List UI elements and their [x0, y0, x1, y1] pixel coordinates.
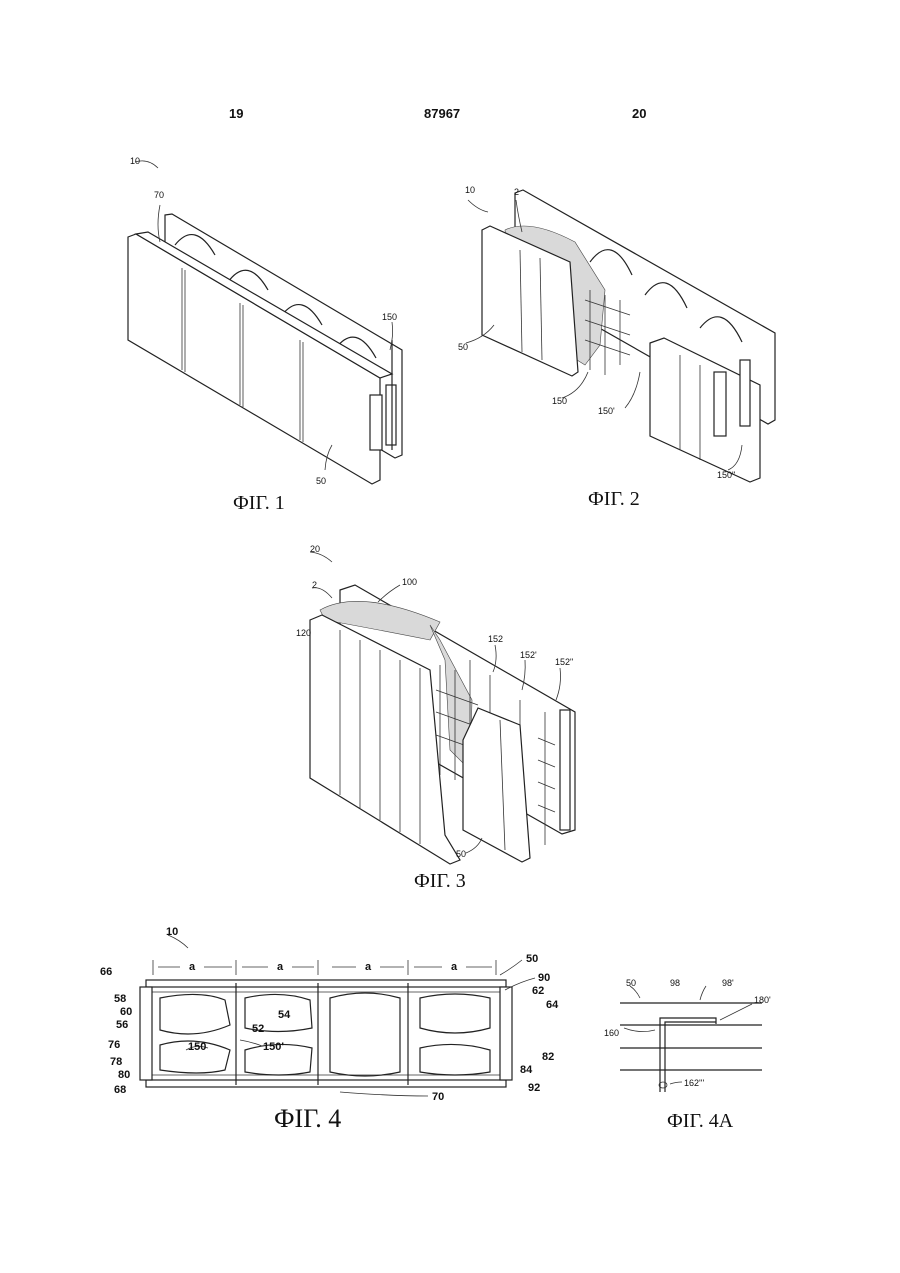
label: a [451, 961, 458, 973]
label: 98' [722, 978, 734, 988]
label: 84 [520, 1064, 533, 1076]
figure-4-drawing [140, 935, 535, 1096]
figure-4a-caption: ФІГ. 4А [667, 1110, 733, 1133]
label: a [189, 961, 196, 973]
label: 50 [316, 476, 326, 486]
figure-1-caption: ФІГ. 1 [233, 492, 285, 515]
label: 54 [278, 1009, 291, 1021]
label: 152 [488, 634, 503, 644]
label: a [277, 961, 284, 973]
label: 90 [538, 972, 550, 984]
label: 64 [546, 999, 559, 1011]
label: 70 [154, 190, 164, 200]
label: 20 [310, 544, 320, 554]
label: 52 [252, 1023, 264, 1035]
label: 78 [110, 1056, 122, 1068]
label: 68 [114, 1084, 126, 1096]
label: 62 [532, 985, 544, 997]
label: 152" [555, 657, 573, 667]
label: a [365, 961, 372, 973]
figure-4-caption: ФІГ. 4 [274, 1104, 341, 1134]
label: 180' [754, 995, 771, 1005]
label: 150' [598, 406, 615, 416]
label: 2 [514, 187, 519, 197]
label: 10 [465, 185, 475, 195]
label: 70 [432, 1091, 444, 1103]
label: 160 [604, 1028, 619, 1038]
label: 10 [166, 926, 178, 938]
label: 100 [402, 577, 417, 587]
label: 50 [456, 849, 466, 859]
label: 58 [114, 993, 126, 1005]
label: 120 [296, 628, 311, 638]
figure-1-drawing [128, 161, 402, 484]
label: 150' [263, 1041, 284, 1053]
label: 2 [312, 580, 317, 590]
figure-4a-drawing [620, 986, 762, 1092]
label: 50 [458, 342, 468, 352]
figure-3-caption: ФІГ. 3 [414, 870, 466, 893]
label: 76 [108, 1039, 120, 1051]
label: 10 [130, 156, 140, 166]
label: 80 [118, 1069, 130, 1081]
label: 150 [382, 312, 397, 322]
label: 162''' [684, 1078, 704, 1088]
label: 50 [526, 953, 538, 965]
label: 66 [100, 966, 112, 978]
figure-2-drawing [466, 190, 775, 482]
label: 56 [116, 1019, 128, 1031]
label: 150 [552, 396, 567, 406]
figure-2-caption: ФІГ. 2 [588, 488, 640, 511]
label: 150 [188, 1041, 206, 1053]
label: 150" [717, 470, 735, 480]
label: 60 [120, 1006, 132, 1018]
figure-3-drawing [310, 552, 575, 864]
label: 92 [528, 1082, 540, 1094]
label: 82 [542, 1051, 554, 1063]
label: 152' [520, 650, 537, 660]
label: 98 [670, 978, 680, 988]
label: 50 [626, 978, 636, 988]
